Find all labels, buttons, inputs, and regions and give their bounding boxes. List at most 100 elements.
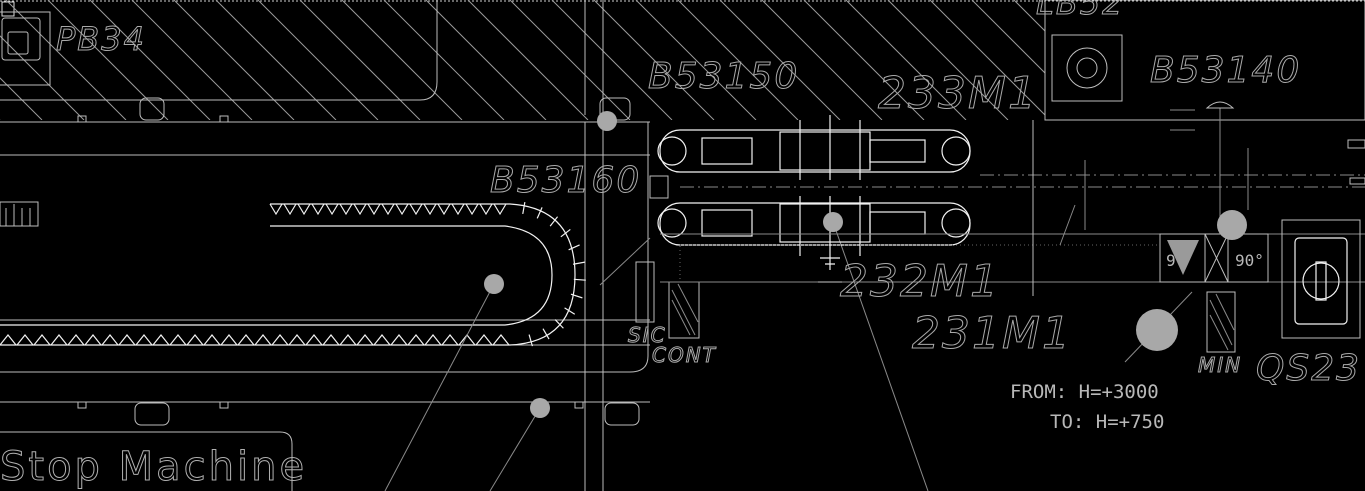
cable-chain (0, 202, 586, 347)
chain-link (33, 334, 51, 346)
chain-link (572, 261, 585, 265)
pb34-button-icon (1, 17, 41, 61)
hatch-line (383, 0, 505, 120)
chain-link (568, 244, 580, 251)
chain-link (479, 203, 493, 216)
triangle-marker-icon (1167, 240, 1199, 275)
chain-link (554, 319, 564, 329)
hatch-line (929, 0, 1045, 116)
angle-box (1227, 233, 1269, 283)
chain-link (356, 334, 374, 346)
chain-link (373, 334, 391, 346)
chain-link (353, 203, 367, 216)
chain-link (407, 334, 425, 346)
label-qs23: QS23 (1256, 348, 1361, 389)
chain-link (118, 334, 136, 346)
marker-dot (597, 111, 617, 131)
chain-link (283, 203, 297, 216)
min-sensor-hatch (1209, 293, 1235, 351)
chain-link (549, 216, 559, 227)
corner-icon (1, 1, 15, 17)
edge-mark (1347, 139, 1365, 149)
hatch-line (635, 0, 757, 120)
chain-link (269, 203, 283, 216)
chain-link (169, 334, 187, 346)
leader-line (599, 237, 651, 286)
hatch-line (509, 0, 631, 120)
chain-link (395, 203, 409, 216)
chain-link (423, 203, 437, 216)
lamp-icon (1205, 101, 1235, 109)
label-nine: 9 (1166, 251, 1176, 270)
lb52-button-ring (1066, 47, 1108, 89)
label-pb34: PB34 (56, 20, 146, 58)
hatch-line (341, 0, 463, 120)
pb34-box (0, 11, 51, 86)
chain-link (451, 203, 465, 216)
chain-link (564, 307, 576, 315)
hatch-line (887, 0, 1009, 120)
chain-link (67, 334, 85, 346)
lb52-frame (1044, 0, 1365, 121)
marker-dot (1217, 210, 1247, 240)
qs23-handle (1315, 261, 1327, 301)
chain-link (254, 334, 272, 346)
hatch-line (719, 0, 841, 120)
conveyor-frame-bottom (0, 122, 649, 373)
conveyor-feet (77, 97, 640, 426)
qs23-switch-frame (1281, 219, 1361, 339)
chain-link (367, 203, 381, 216)
lb52-button-icon (1051, 34, 1123, 102)
chain-link (220, 334, 238, 346)
chain-link (573, 278, 586, 281)
leader-line (489, 407, 541, 491)
chain-link (339, 334, 357, 346)
chain-link (437, 203, 451, 216)
leader-line (832, 221, 929, 491)
belt-module-lower (657, 196, 971, 283)
marker-dot (1136, 309, 1178, 351)
label-231m1: 231M1 (912, 308, 1072, 359)
hatch-line (971, 0, 1045, 74)
hatch-line (677, 0, 799, 120)
hatch-line (467, 0, 589, 120)
hatch-line (425, 0, 547, 120)
min-sensor (1206, 291, 1236, 353)
chain-link (322, 334, 340, 346)
chain-link (522, 202, 526, 215)
chain-link (475, 334, 493, 346)
chain-link (16, 334, 34, 346)
chain-link (101, 334, 119, 346)
hatch-line (845, 0, 967, 120)
stop-machine-frame (0, 431, 293, 491)
chain-link (381, 203, 395, 216)
upper-frame (0, 0, 438, 101)
chain-link (409, 203, 423, 216)
chain-link (536, 207, 543, 219)
marker-dot (823, 212, 843, 232)
chain-link (458, 334, 476, 346)
label-from-height: FROM: H=+3000 (1010, 381, 1159, 403)
sensor-bracket-detail (5, 204, 31, 226)
chain-link (325, 203, 339, 216)
chain-link (465, 203, 479, 216)
edge-mark (1349, 177, 1365, 185)
chain-link (528, 334, 533, 347)
tick (1059, 204, 1076, 246)
label-to-height: TO: H=+750 (1050, 411, 1164, 433)
label-stop-machine: Stop Machine (0, 444, 307, 490)
cont-sensor-hatch (671, 283, 699, 336)
label-sic: SIC (628, 323, 667, 347)
chain-link (570, 293, 583, 299)
label-b53140: B53140 (1150, 50, 1301, 91)
pb34-inner (7, 31, 29, 55)
chain-link (50, 334, 68, 346)
qs23-knob (1302, 262, 1340, 300)
chain-link (135, 334, 153, 346)
junction-box (649, 175, 669, 199)
chain-link (339, 203, 353, 216)
sensor-bracket-icon (0, 201, 39, 227)
chain-link (305, 334, 323, 346)
label-b53150: B53150 (648, 56, 799, 97)
